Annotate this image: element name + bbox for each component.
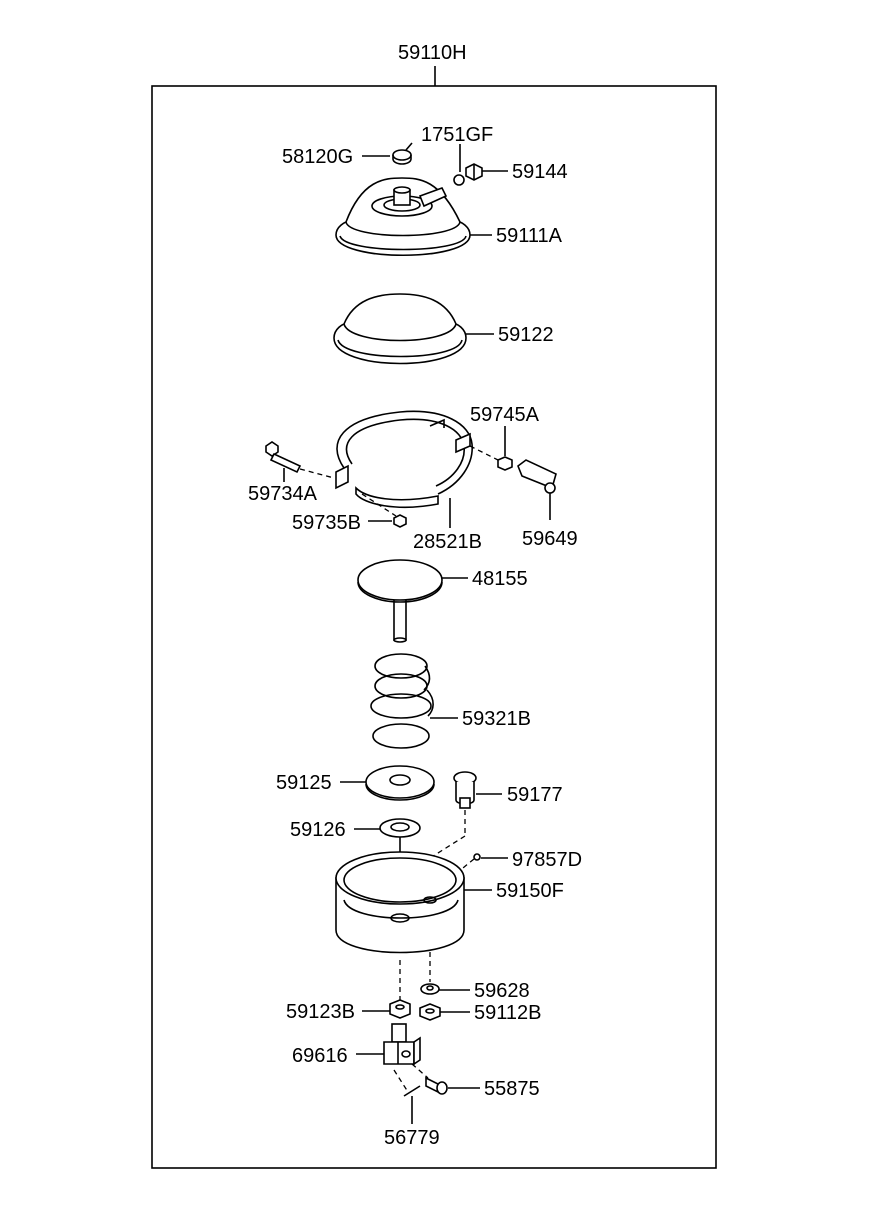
part-label-59150F: 59150F (496, 880, 564, 902)
part-label-59126: 59126 (290, 819, 346, 841)
part-label-1751GF: 1751GF (421, 124, 493, 146)
assembly-frame (151, 85, 717, 1169)
part-cap (392, 142, 413, 165)
part-nut-clamp (497, 456, 513, 471)
part-label-59735B: 59735B (292, 512, 361, 534)
part-cotter-pin (403, 1085, 421, 1097)
part-label-59321B: 59321B (462, 708, 531, 730)
part-label-59123B: 59123B (286, 1001, 355, 1023)
part-lever (517, 459, 557, 494)
part-spring (370, 653, 434, 749)
part-push-plate (357, 559, 443, 643)
part-label-56779: 56779 (384, 1127, 440, 1149)
part-clamp-band (335, 410, 473, 509)
part-fitting (465, 163, 483, 181)
part-label-59628: 59628 (474, 980, 530, 1002)
part-label-55875: 55875 (484, 1078, 540, 1100)
part-label-59111A: 59111A (496, 225, 563, 247)
part-upper-housing (335, 177, 471, 257)
part-label-58120G: 58120G (282, 146, 353, 168)
part-lower-housing (335, 851, 465, 954)
part-hex-nut-left (389, 999, 411, 1019)
part-clevis-pin (425, 1076, 448, 1095)
part-label-48155: 48155 (472, 568, 528, 590)
part-o-ring (453, 174, 465, 186)
part-diaphragm (333, 293, 467, 365)
part-label-59177: 59177 (507, 784, 563, 806)
part-hex-nut-right (419, 1003, 441, 1021)
part-label-59122: 59122 (498, 324, 554, 346)
part-seal (379, 818, 421, 838)
part-retainer-washer (365, 765, 435, 801)
part-bolt (265, 441, 302, 474)
part-label-97857D: 97857D (512, 849, 582, 871)
assembly-label: 59110H (398, 42, 467, 64)
part-label-59649: 59649 (522, 528, 578, 550)
part-label-28521B: 28521B (413, 531, 482, 553)
part-small-washer (420, 983, 440, 995)
part-label-69616: 69616 (292, 1045, 348, 1067)
part-label-59734A: 59734A (248, 483, 318, 505)
part-label-59745A: 59745A (470, 404, 540, 426)
part-nut-small (393, 514, 407, 528)
part-small-screw (473, 853, 481, 861)
part-plug (453, 771, 477, 809)
part-label-59112B: 59112B (474, 1002, 541, 1024)
part-label-59144: 59144 (512, 161, 568, 183)
part-label-59125: 59125 (276, 772, 332, 794)
part-clevis (383, 1023, 421, 1066)
